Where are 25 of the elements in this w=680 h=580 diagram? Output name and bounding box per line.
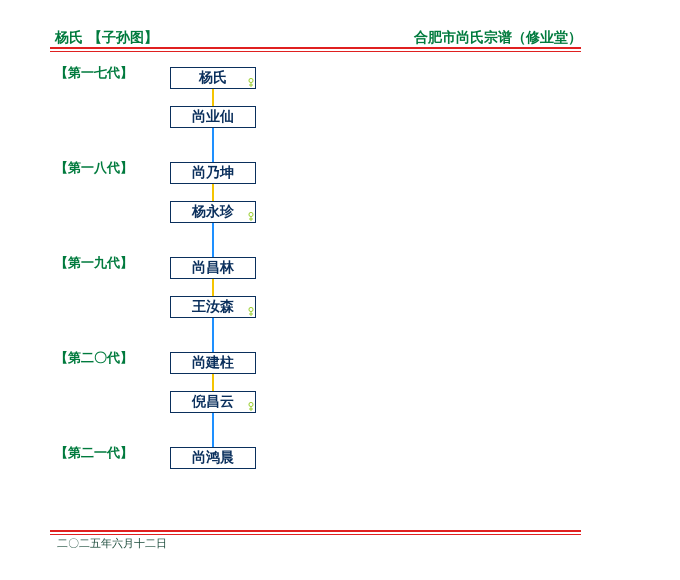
connector-line — [212, 128, 214, 162]
person-box: 尚建柱 — [170, 352, 256, 374]
person-box: 尚乃坤 — [170, 162, 256, 184]
generation-label: 【第二一代】 — [55, 446, 133, 462]
connector-line — [212, 89, 214, 106]
connector-line — [212, 223, 214, 257]
connector-line — [212, 413, 214, 447]
person-box: 倪昌云 — [170, 391, 256, 413]
generation-label: 【第一九代】 — [55, 256, 133, 272]
connector-line — [212, 279, 214, 296]
connector-line — [212, 374, 214, 391]
person-box: 王汝森 — [170, 296, 256, 318]
date-text: 二〇二五年六月十二日 — [57, 537, 167, 551]
generation-label: 【第一七代】 — [55, 66, 133, 82]
person-box: 尚业仙 — [170, 106, 256, 128]
person-box: 杨永珍 — [170, 201, 256, 223]
generation-label: 【第一八代】 — [55, 161, 133, 177]
person-box: 尚昌林 — [170, 257, 256, 279]
connector-line — [212, 318, 214, 352]
connector-line — [212, 184, 214, 201]
person-box: 杨氏 — [170, 67, 256, 89]
header-text: 合肥市尚氏宗谱（修业堂） — [414, 29, 582, 47]
generation-label: 【第二〇代】 — [55, 351, 133, 367]
person-box: 尚鸿晨 — [170, 447, 256, 469]
page-title: 杨氏 【子孙图】 — [55, 29, 158, 47]
